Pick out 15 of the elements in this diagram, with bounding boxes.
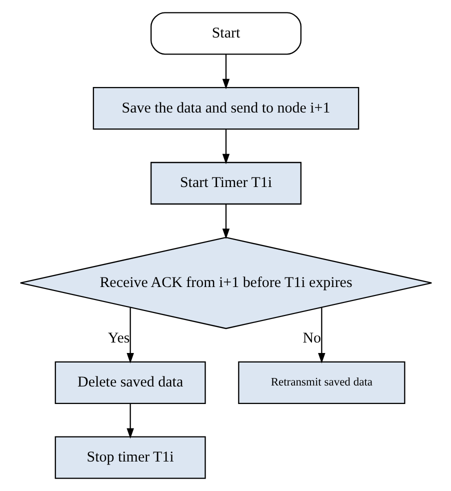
node-box: Delete saved data: [54, 361, 206, 404]
arrow: [126, 308, 134, 364]
arrow: [222, 54, 230, 90]
node-box: Retransmit saved data: [238, 361, 405, 404]
arrow: [318, 308, 325, 364]
edge-label: Yes: [107, 330, 130, 347]
node-box: Stop timer T1i: [54, 436, 206, 479]
arrow: [222, 129, 230, 164]
node-diamond: Receive ACK from i+1 before T1i expires: [19, 236, 432, 330]
node-box: Start Timer T1i: [150, 162, 301, 205]
edge-label: No: [302, 330, 321, 347]
arrow: [126, 404, 134, 439]
arrow: [222, 204, 230, 239]
node-box: Save the data and send to node i+1: [92, 87, 359, 130]
node-box: Start: [150, 12, 301, 55]
